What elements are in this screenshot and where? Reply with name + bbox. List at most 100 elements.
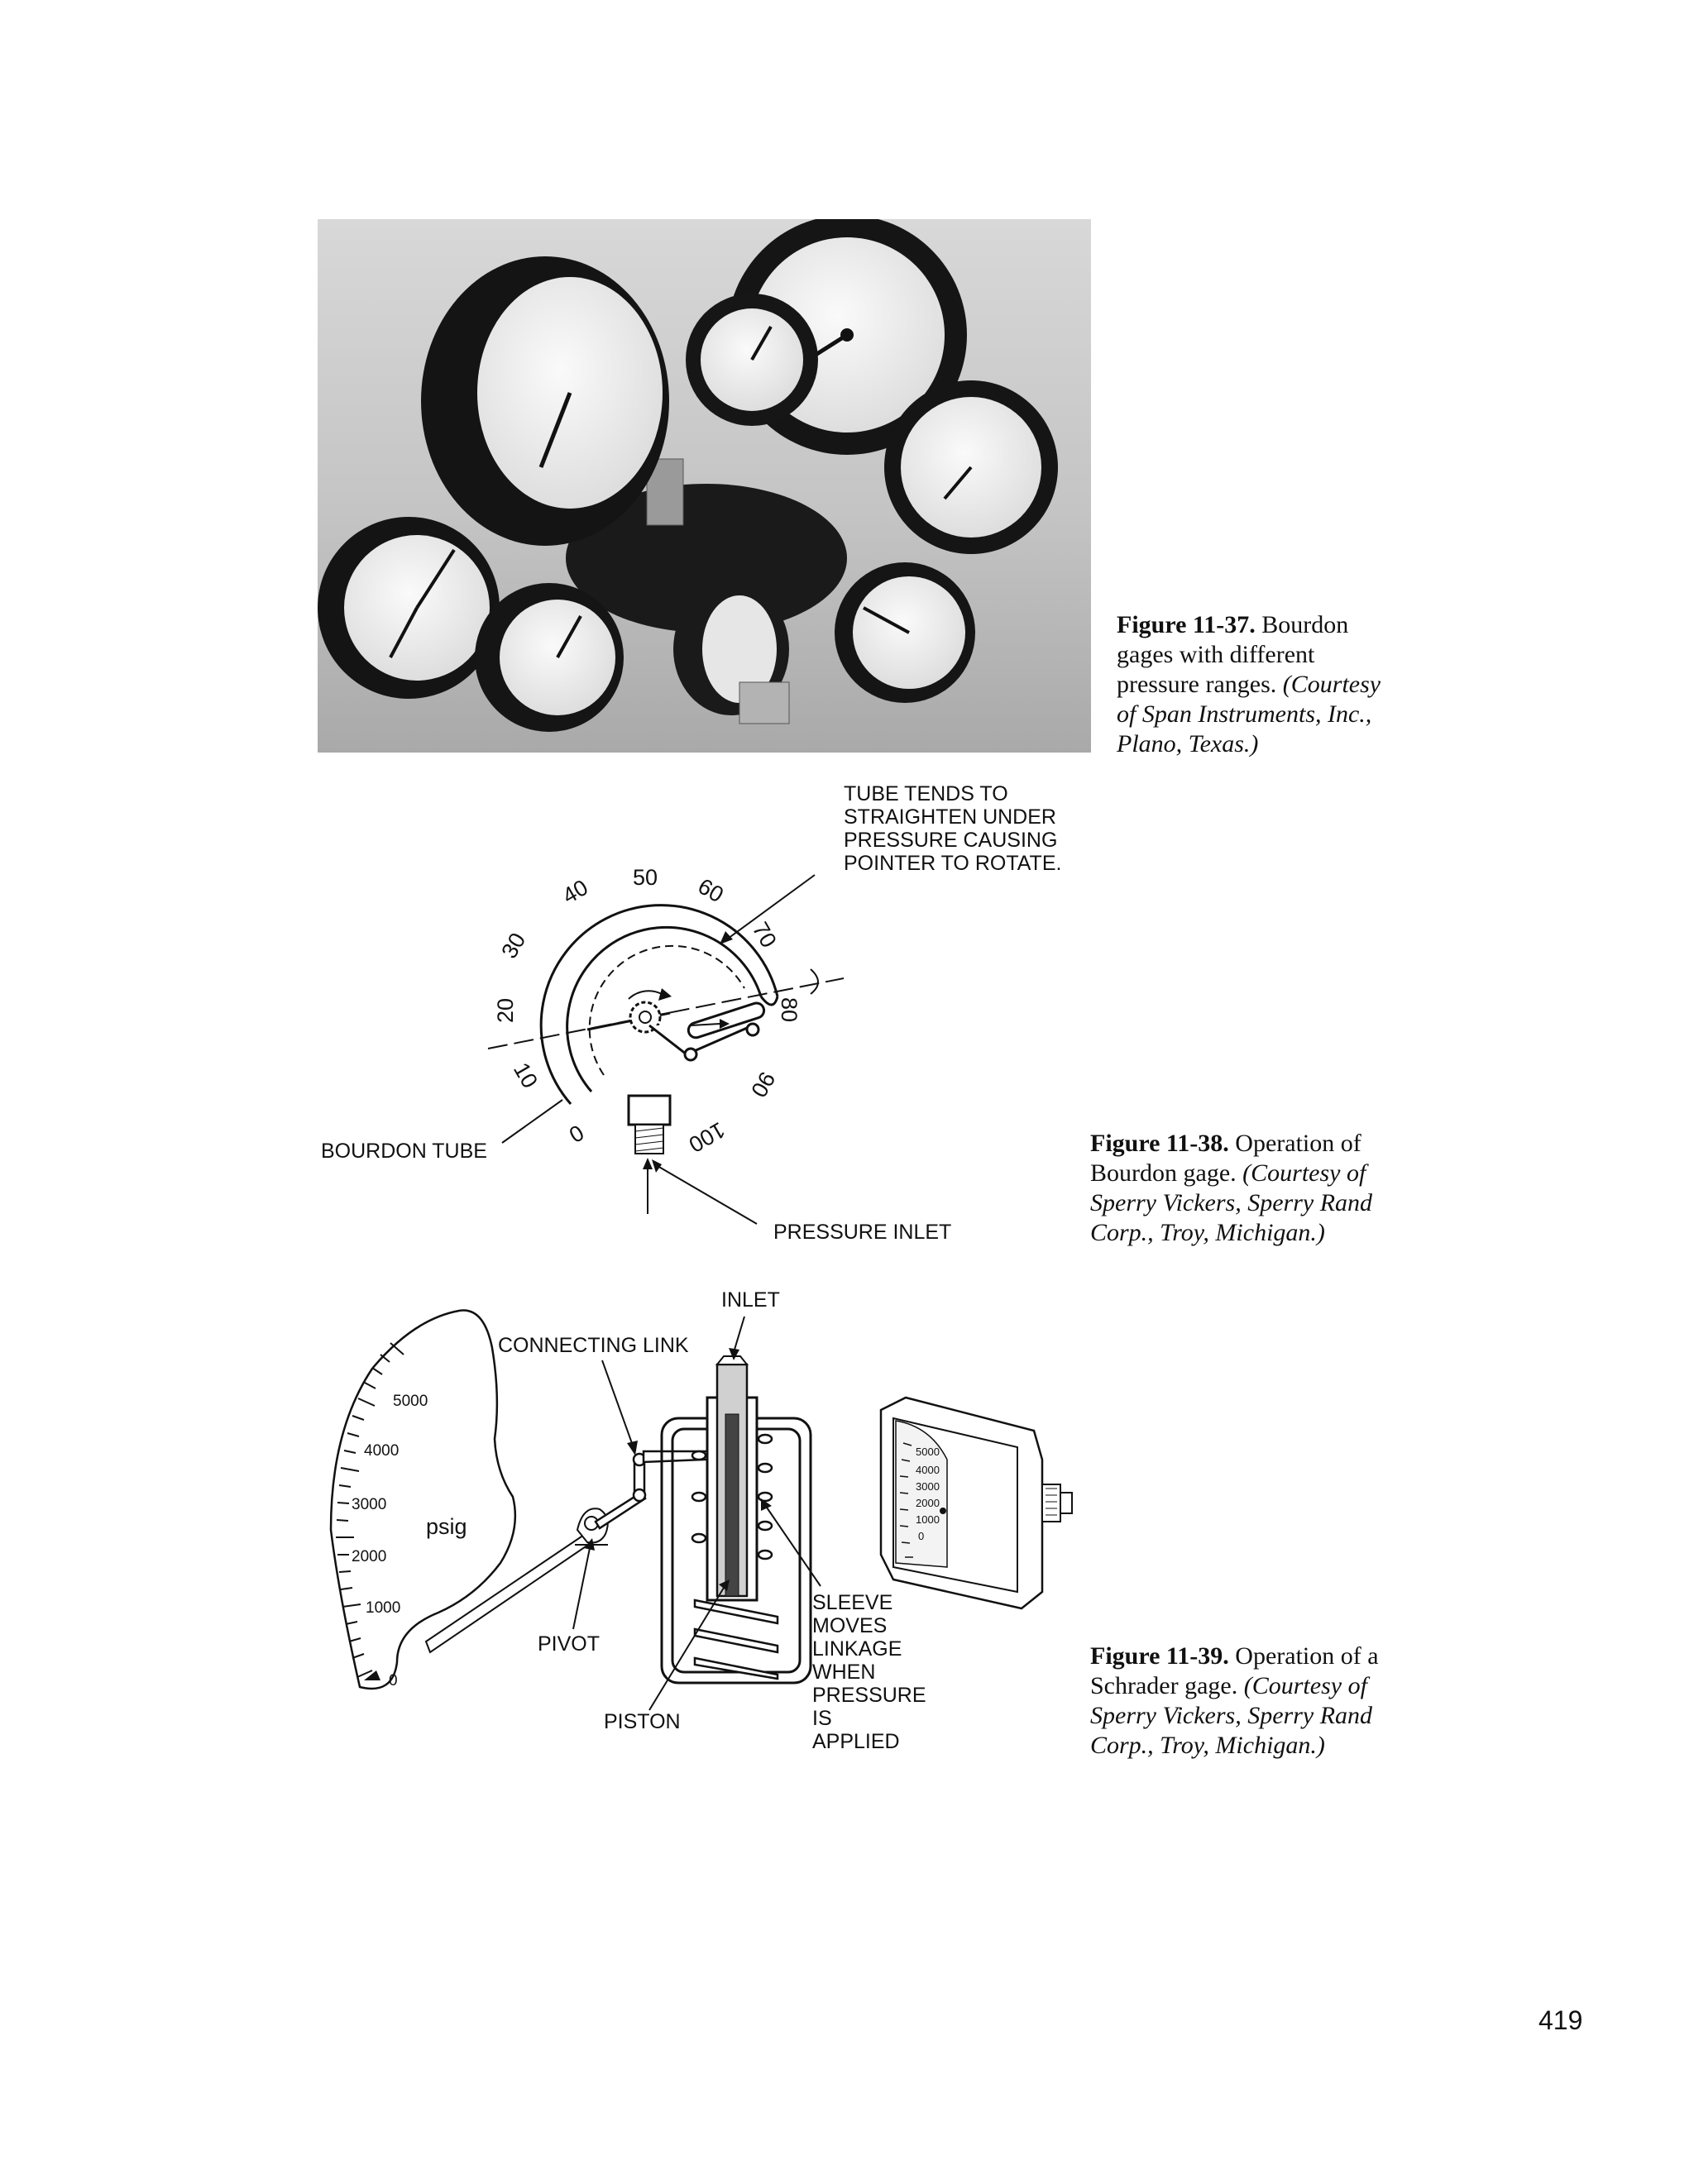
pivot-leader [572,1547,591,1630]
sleeve-leader [764,1504,821,1587]
bourdon-tube-label: BOURDON TUBE [321,1140,487,1163]
piston-leader-head [719,1579,730,1591]
dial-value-40: 40 [558,875,592,909]
figure-text: Bourdon gages with different pressure ra… [1117,611,1349,698]
inlet-leader [734,1316,745,1350]
motion-arrow [690,1023,720,1026]
connecting-link-label: CONNECTING LINK [498,1334,689,1357]
inlet-label: INLET [721,1288,780,1312]
mini-scale-4000: 4000 [916,1464,940,1476]
spring-coils [691,1433,779,1680]
gage-center-front [475,583,624,732]
piston [725,1413,739,1597]
pivot-leader-head [584,1538,595,1551]
page-number: 419 [1538,2005,1583,2035]
mini-scale-2000: 2000 [916,1497,940,1509]
sleeve-label-line-7: APPLIED [812,1730,900,1753]
schrader-gage-3d: 5000 4000 3000 2000 1000 0 [879,1396,1073,1610]
socket-fitting [627,1094,672,1154]
scale-ticks [336,1342,404,1678]
figure-11-39-diagram: 0 1000 2000 3000 4000 5000 psig [329,1288,1073,1753]
dial-face-outline [329,1309,517,1690]
figure-courtesy: (Courtesy of Sperry Vickers, Sperry Rand… [1090,1159,1373,1246]
figure-11-37-caption: Figure 11-37. Bourdon gages with differe… [1117,610,1398,759]
unit-label: psig [426,1514,467,1539]
piston-leader [648,1587,725,1711]
tube-note-leader [727,874,816,939]
connecting-link-leader-head [627,1441,638,1455]
gage-black-body [566,484,847,633]
scale-value-1000: 1000 [366,1599,400,1617]
dial-value-50: 50 [633,865,658,890]
tube-note-leader-head [720,931,733,944]
gage-left-front [318,517,500,699]
sleeve-label-line-6: IS [812,1707,832,1730]
figure-text: Operation of Bourdon gage. [1090,1130,1361,1187]
dial-value-90: 90 [746,1068,780,1102]
scale-value-0: 0 [389,1672,398,1689]
rotation-arrow [628,990,663,1000]
figure-number: Figure 11-39. [1090,1642,1229,1670]
mini-scale-0: 0 [918,1530,924,1542]
gage-small-center [686,294,818,426]
inlet-leader-head [729,1348,739,1360]
dial-value-20: 20 [493,998,518,1023]
figure-11-37-photo [318,219,1091,753]
figure-11-38-caption: Figure 11-38. Operation of Bourdon gage.… [1090,1129,1413,1248]
pressure-inlet-label: PRESSURE INLET [773,1221,951,1244]
bourdon-tube [539,904,779,1105]
gage-right-mid [884,380,1058,554]
dial-value-0: 0 [565,1121,588,1148]
sleeve-label-line-2: MOVES [812,1614,887,1637]
connecting-linkage [594,1450,725,1530]
scale-value-2000: 2000 [352,1548,386,1565]
rotation-arrowhead [658,988,672,1001]
dial-value-10: 10 [509,1059,543,1092]
figure-text: Operation of a Schrader gage. [1090,1642,1379,1699]
pivot [575,1508,609,1546]
dial-value-30: 30 [496,929,530,963]
pinion-gear [629,1001,662,1034]
dial-value-80: 80 [777,997,802,1022]
pressure-arrowhead [643,1158,653,1169]
sleeve-label-line-5: PRESSURE [812,1684,926,1707]
mini-scale-1000: 1000 [916,1513,940,1526]
sector-link [648,1001,766,1062]
sleeve-label-line-4: WHEN [812,1661,875,1684]
pressure-inlet-leader [657,1165,758,1225]
sleeve-label-line-3: LINKAGE [812,1637,902,1661]
bourdon-tube-leader [501,1099,563,1144]
tube-note-line-1: TUBE TENDS TO [844,782,1008,805]
figure-courtesy: (Courtesy of Span Instruments, Inc., Pla… [1117,671,1381,757]
tube-note-line-3: PRESSURE CAUSING [844,829,1057,852]
tube-note-line-4: POINTER TO ROTATE. [844,852,1061,875]
scale-value-5000: 5000 [393,1393,428,1410]
gage-tall-left [421,256,669,546]
figure-11-38-diagram: 0 10 20 30 40 50 60 70 80 90 100 [321,782,1061,1244]
gage-tilted [673,583,790,724]
pointer [487,977,845,1049]
pressure-inlet-leader-head [652,1159,662,1173]
piston-label: PISTON [604,1710,681,1733]
motion-arrowhead [720,1019,730,1029]
inlet-cap [715,1355,749,1365]
connecting-link-leader [601,1360,634,1446]
figure-courtesy: (Courtesy of Sperry Vickers, Sperry Rand… [1090,1672,1373,1759]
scale-value-4000: 4000 [364,1442,399,1460]
dial-value-60: 60 [694,873,728,907]
tube-note-line-2: STRAIGHTEN UNDER [844,805,1056,829]
pointer-tip [364,1670,380,1680]
figure-number: Figure 11-37. [1117,611,1256,638]
sleeve-leader-head [761,1498,772,1511]
dial-value-100: 100 [685,1117,730,1158]
sleeve-label-line-1: SLEEVE [812,1591,892,1614]
figure-11-39-caption: Figure 11-39. Operation of a Schrader ga… [1090,1642,1421,1761]
pivot-label: PIVOT [538,1632,600,1656]
mini-scale-3000: 3000 [916,1480,940,1493]
pointer-tip [810,968,819,995]
scale-value-3000: 3000 [352,1496,386,1513]
figure-number: Figure 11-38. [1090,1130,1229,1157]
gage-right-front [835,562,975,703]
mini-scale-5000: 5000 [916,1446,940,1458]
